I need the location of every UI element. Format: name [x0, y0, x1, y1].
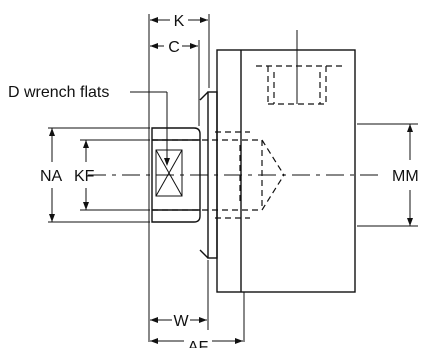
dimension-w: W: [150, 313, 207, 330]
hidden-top-port: [256, 30, 344, 105]
label-d-wrench-flats: D wrench flats: [8, 84, 109, 101]
main-body: [216, 49, 356, 293]
label-na: NA: [40, 168, 63, 185]
dimension-c: C: [150, 39, 198, 56]
callout-d-wrench-flats: D wrench flats: [8, 84, 170, 166]
dimension-af: AF: [150, 338, 243, 348]
dimension-kf: KF: [74, 140, 95, 210]
label-w: W: [173, 313, 189, 330]
wrench-flat-diagonal-2: [155, 149, 183, 197]
label-kf: KF: [74, 168, 95, 185]
label-af: AF: [188, 339, 209, 348]
dimension-na: NA: [40, 128, 63, 222]
dimension-mm: MM: [392, 124, 419, 226]
label-k: K: [174, 13, 185, 30]
label-mm: MM: [392, 168, 419, 185]
label-c: C: [168, 39, 180, 56]
extension-lines: [48, 14, 418, 342]
dimension-k: K: [150, 13, 208, 30]
wrench-flat-box: [155, 149, 183, 197]
